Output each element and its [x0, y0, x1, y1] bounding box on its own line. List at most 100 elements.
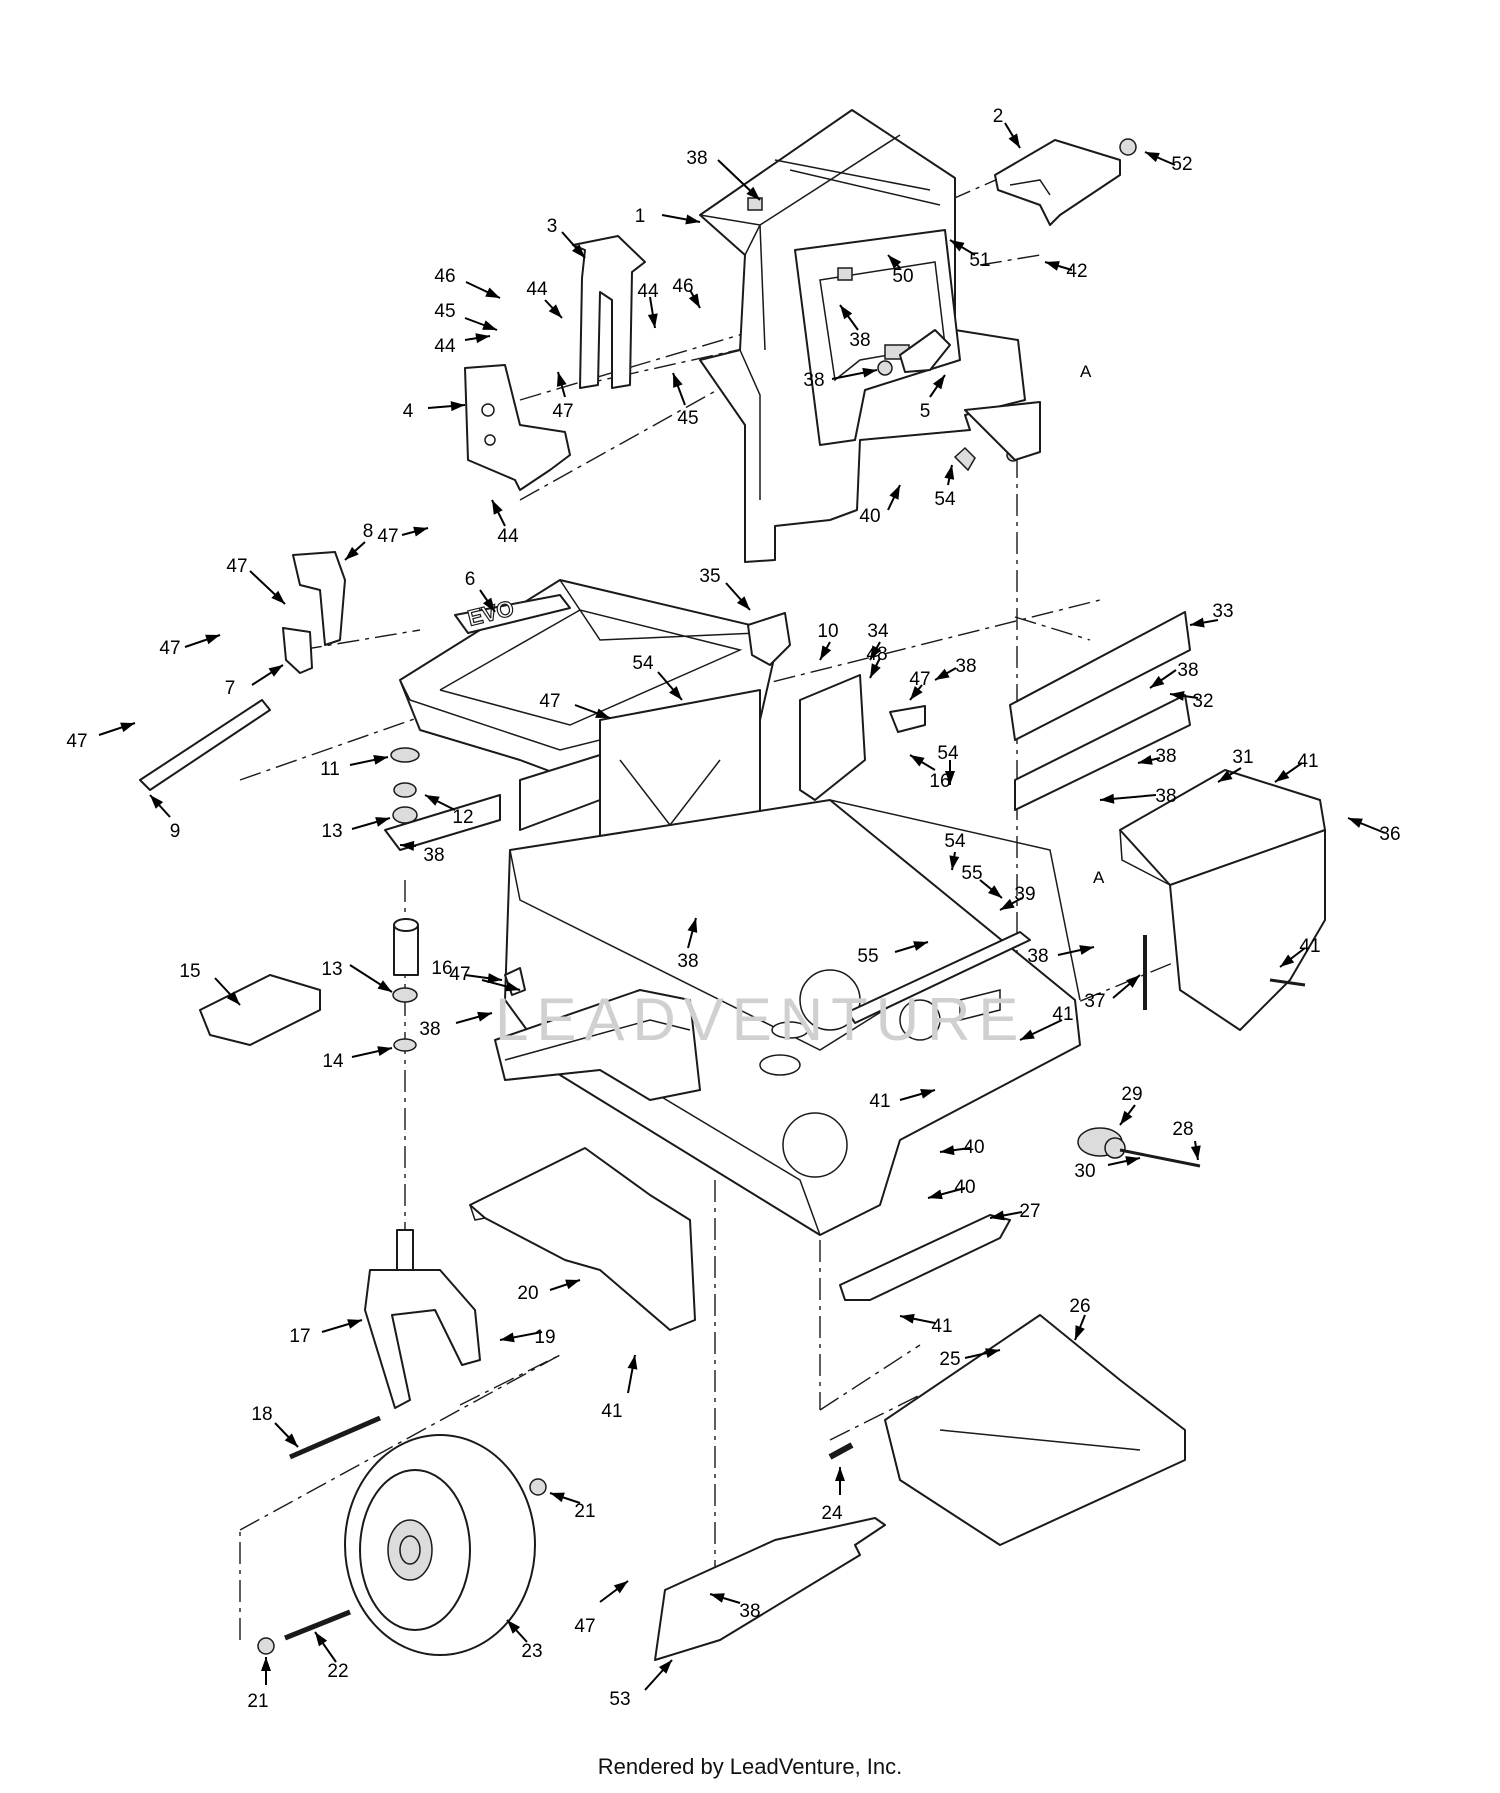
- callout-label: 46: [672, 276, 693, 297]
- callout-arrowhead: [820, 645, 832, 660]
- callout-30: 30: [1074, 1156, 1141, 1182]
- callout-40: 40: [859, 484, 901, 527]
- callout-label: 38: [849, 330, 870, 351]
- callout-arrowhead: [400, 840, 415, 851]
- callout-8: 8: [344, 521, 373, 561]
- callout-54: 54: [934, 464, 956, 510]
- callout-label: 47: [226, 556, 247, 577]
- callout-label: 30: [1074, 1161, 1095, 1182]
- callout-label: 21: [247, 1691, 268, 1712]
- callout-47: 47: [66, 722, 136, 752]
- callout-label: 33: [1212, 601, 1233, 622]
- callout-10: 10: [817, 621, 839, 661]
- callout-label: 53: [609, 1689, 630, 1710]
- callout-36: 36: [1347, 817, 1401, 845]
- callout-arrowhead: [1120, 1110, 1133, 1125]
- callout-11: 11: [320, 754, 389, 780]
- callout-label: 46: [434, 266, 455, 287]
- callout-label: 19: [534, 1327, 555, 1348]
- callout-label: 38: [803, 370, 824, 391]
- callout-arrowhead: [1275, 769, 1290, 782]
- callout-label: 47: [539, 691, 560, 712]
- callout-label: 41: [1297, 751, 1318, 772]
- shield-part-33: [1009, 611, 1191, 741]
- callout-7: 7: [225, 664, 284, 699]
- callout-label: 40: [963, 1137, 984, 1158]
- callout-label: 28: [1172, 1119, 1193, 1140]
- callout-arrowhead: [425, 795, 440, 806]
- callout-arrowhead: [1079, 945, 1094, 955]
- callout-label: 44: [526, 279, 548, 300]
- callout-label: 54: [937, 743, 959, 764]
- callout-label: 40: [954, 1177, 975, 1198]
- callout-arrowhead: [507, 1620, 521, 1634]
- callout-50: 50: [887, 254, 914, 287]
- callout-arrowhead: [949, 855, 960, 870]
- callout-46: 46: [672, 276, 701, 309]
- callout-label: 15: [179, 961, 200, 982]
- callout-label: 17: [289, 1326, 310, 1347]
- callout-38: 38: [1027, 945, 1095, 967]
- callout-label: 44: [497, 526, 519, 547]
- callout-arrowhead: [1000, 898, 1015, 910]
- callout-arrowhead: [271, 590, 285, 604]
- callout-arrowhead: [888, 255, 902, 269]
- callout-label: 29: [1121, 1084, 1142, 1105]
- callout-33: 33: [1189, 601, 1234, 628]
- section-marker-a-top-label: A: [1080, 362, 1092, 381]
- callout-label: 4: [403, 401, 414, 422]
- callout-52: 52: [1144, 151, 1193, 175]
- caster-fork-part-17: [364, 1229, 481, 1409]
- callout-41: 41: [1279, 936, 1321, 968]
- callout-4: 4: [403, 401, 466, 422]
- callout-label: 38: [739, 1601, 760, 1622]
- callout-16: 16: [909, 754, 951, 792]
- callout-label: 34: [867, 621, 889, 642]
- callout-27: 27: [989, 1201, 1041, 1222]
- skid-part-53: [654, 1517, 886, 1661]
- callout-9: 9: [149, 794, 181, 842]
- callout-label: 38: [1177, 660, 1198, 681]
- callout-arrowhead: [613, 1581, 628, 1594]
- callout-22: 22: [314, 1631, 349, 1682]
- bracket-part-2: [994, 138, 1137, 226]
- callout-arrowhead: [413, 526, 428, 537]
- callout-arrowhead: [1045, 261, 1060, 271]
- callout-arrowhead: [900, 1313, 915, 1324]
- callout-arrowhead: [746, 186, 760, 200]
- callout-38: 38: [1099, 786, 1177, 807]
- callout-arrowhead: [548, 304, 562, 318]
- callout-14: 14: [322, 1046, 393, 1072]
- callout-47: 47: [552, 371, 574, 422]
- callout-23: 23: [506, 1619, 543, 1662]
- callout-arrowhead: [261, 1657, 271, 1671]
- callout-arrowhead: [487, 973, 502, 984]
- callout-arrowhead: [571, 244, 585, 258]
- rail-part-39: [847, 931, 1031, 1024]
- bracket-part-3: [572, 235, 646, 389]
- callout-arrowhead: [862, 367, 877, 378]
- callout-arrowhead: [920, 1089, 935, 1099]
- callout-34: 34: [867, 621, 889, 661]
- callout-32: 32: [1169, 691, 1214, 712]
- bracket-part-7: [282, 627, 313, 674]
- callout-arrowhead: [1348, 818, 1363, 828]
- callout-label: 50: [892, 266, 913, 287]
- callout-41: 41: [869, 1089, 936, 1112]
- callout-46: 46: [434, 266, 501, 299]
- callout-arrowhead: [913, 941, 928, 951]
- callout-55: 55: [961, 863, 1003, 899]
- callout-label: 16: [929, 771, 950, 792]
- callout-label: 31: [1232, 747, 1253, 768]
- callout-arrowhead: [492, 500, 503, 515]
- callout-label: 54: [632, 653, 654, 674]
- callout-arrowhead: [889, 485, 900, 500]
- callout-label: 6: [465, 569, 476, 590]
- callout-arrowhead: [928, 1189, 943, 1200]
- callout-arrowhead: [450, 401, 465, 412]
- callout-6: 6: [465, 569, 496, 613]
- callout-arrowhead: [910, 685, 923, 700]
- callout-label: 9: [170, 821, 181, 842]
- callout-arrowhead: [475, 333, 490, 344]
- callout-arrowhead: [910, 755, 925, 767]
